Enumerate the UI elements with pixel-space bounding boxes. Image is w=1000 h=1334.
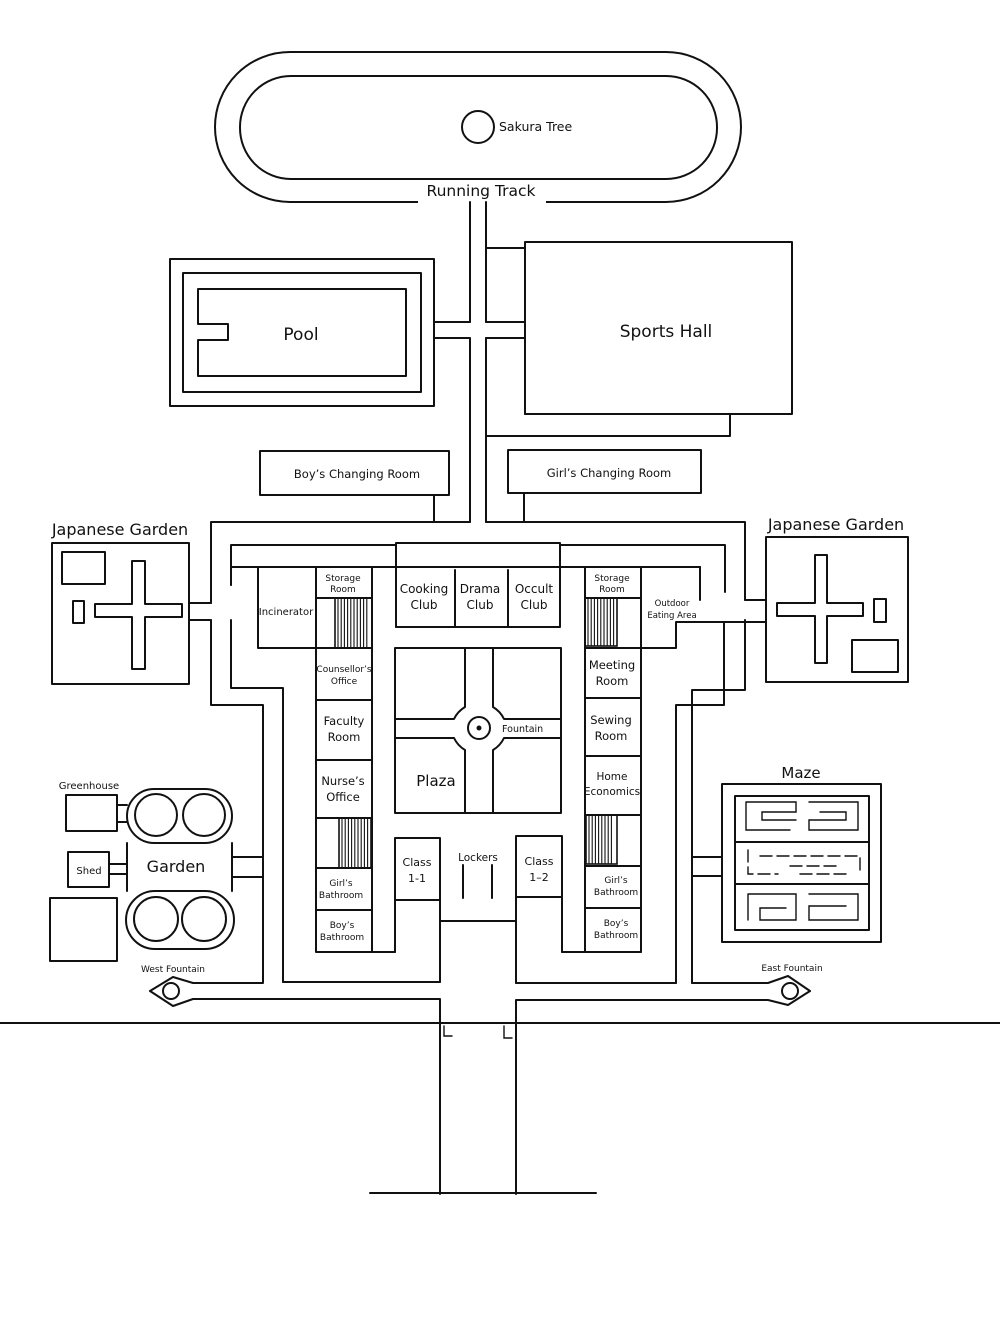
east-upper-stairs — [584, 597, 618, 647]
sakura-tree-icon — [461, 110, 495, 144]
pool-basin — [197, 288, 407, 377]
plaza-paths — [394, 647, 562, 814]
storage-plot — [49, 897, 118, 962]
boys-changing-room — [259, 450, 450, 496]
north-corridors — [433, 201, 731, 523]
garden-west: Greenhouse Shed Garden — [49, 781, 264, 962]
maze-label: Maze — [781, 764, 820, 782]
school-outer-corridor — [210, 521, 746, 984]
west-fountain-icon — [162, 982, 180, 1000]
east-lower-stairs — [585, 814, 618, 865]
class-1-1 — [394, 837, 441, 901]
girls-changing-room — [507, 449, 702, 494]
shed-label: Shed — [76, 866, 101, 877]
running-track-inner — [239, 75, 718, 180]
maze: Maze — [691, 764, 882, 943]
fountain-icon — [467, 716, 491, 740]
japanese-garden-east-label: Japanese Garden — [767, 515, 904, 534]
running-track-area: Sakura Tree Running Track — [214, 51, 742, 203]
running-track-label: Running Track — [427, 182, 536, 200]
pool-outer-wall — [169, 258, 435, 407]
sports-hall-building: Sports Hall — [524, 241, 793, 415]
stair-frame — [585, 814, 618, 865]
lockers-label: Lockers — [458, 852, 498, 864]
stair-frame — [584, 597, 618, 647]
girls-changing-room-label: Girl’s Changing Room — [547, 466, 671, 480]
west-upper-stairs — [334, 597, 373, 649]
pool-building: Pool — [169, 258, 435, 407]
boys-changing-room-label: Boy’s Changing Room — [294, 467, 420, 481]
plaza-label: Plaza — [416, 772, 455, 790]
greenhouse — [65, 794, 118, 832]
japanese-garden-east: Japanese Garden — [723, 515, 909, 683]
sports-hall — [524, 241, 793, 415]
east-fountain-icon — [781, 982, 799, 1000]
south-roads: West Fountain East Fountain — [0, 964, 1000, 1195]
sakura-tree-label: Sakura Tree — [499, 119, 572, 134]
japanese-garden-west: Japanese Garden — [51, 520, 212, 685]
japanese-garden-west-label: Japanese Garden — [51, 520, 188, 539]
plaza-area: Fountain Plaza — [394, 647, 562, 814]
west-lower-stairs — [338, 817, 372, 869]
west-fountain-label: West Fountain — [141, 965, 205, 975]
greenhouse-label: Greenhouse — [59, 781, 119, 792]
shed — [67, 851, 110, 888]
sports-hall-label: Sports Hall — [620, 322, 713, 342]
east-fountain-label: East Fountain — [761, 964, 822, 974]
garden-label: Garden — [147, 857, 206, 876]
pool-label: Pool — [283, 325, 318, 345]
class-1-2 — [515, 835, 563, 898]
changing-rooms: Boy’s Changing Room Girl’s Changing Room — [259, 449, 702, 523]
incinerator-label: Incinerator — [259, 607, 314, 618]
fountain-label: Fountain — [502, 724, 543, 735]
